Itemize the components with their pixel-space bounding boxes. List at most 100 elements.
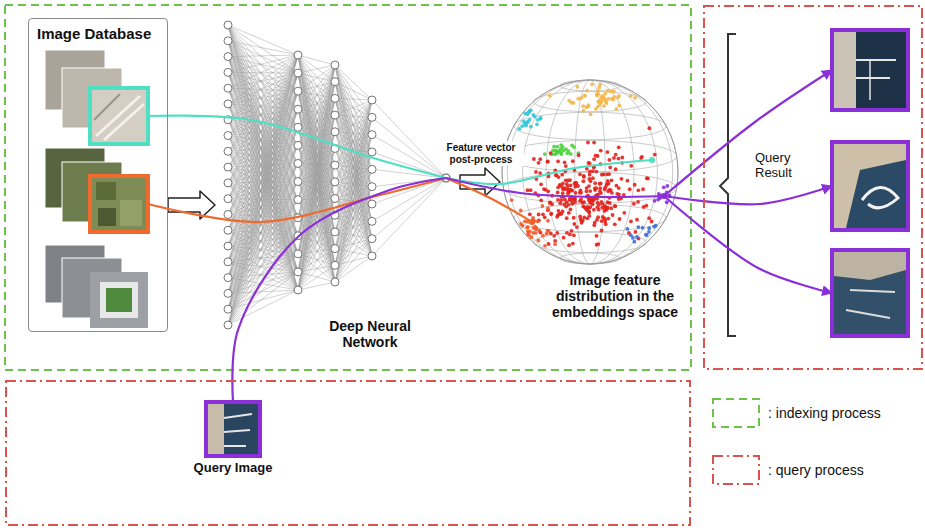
feature-point <box>587 211 591 215</box>
network-link <box>228 127 298 230</box>
feature-point <box>579 219 583 223</box>
feature-point <box>648 126 652 130</box>
feature-point <box>539 199 543 203</box>
feature-point <box>606 89 610 93</box>
feature-point <box>600 219 604 223</box>
graphic-rect <box>208 404 224 454</box>
feature-point <box>553 239 557 243</box>
edge-label: Feature vector post-process <box>438 141 524 166</box>
network-link <box>228 145 298 325</box>
feature-point <box>563 161 567 165</box>
feature-point <box>613 204 617 208</box>
graphic-rect <box>100 282 138 318</box>
sphere-outline <box>502 80 678 264</box>
feature-point <box>565 182 569 186</box>
feature-point <box>626 179 630 183</box>
feature-point <box>585 89 589 93</box>
legend-label: : indexing process <box>768 405 881 421</box>
feature-point <box>579 191 583 195</box>
feature-point <box>527 111 531 115</box>
neuron <box>368 217 376 225</box>
feature-point <box>590 199 594 203</box>
neuron <box>224 289 232 297</box>
graphic-line <box>856 59 896 61</box>
feature-point <box>540 204 544 208</box>
graphic-rect <box>96 182 116 200</box>
feature-point <box>614 167 618 171</box>
neuron <box>224 37 232 45</box>
graphic-path <box>834 252 906 280</box>
feature-point <box>599 149 603 153</box>
neuron <box>294 51 302 59</box>
feature-point <box>631 236 635 240</box>
embedding-space: Image feature distribution in the embedd… <box>500 62 687 324</box>
region-outline <box>5 380 691 526</box>
feature-point <box>594 170 598 174</box>
neuron <box>224 274 232 282</box>
network-link <box>298 65 335 290</box>
feature-point <box>538 157 542 161</box>
feature-point <box>575 85 579 89</box>
feature-point <box>636 188 640 192</box>
feature-point <box>629 164 633 168</box>
feature-point <box>613 204 617 208</box>
network-link <box>228 73 298 309</box>
feature-point <box>592 223 596 227</box>
network-link <box>335 152 372 282</box>
neuron <box>331 111 339 119</box>
feature-point <box>570 101 574 105</box>
graphic-line <box>96 96 140 136</box>
neuron <box>368 252 376 260</box>
feature-point <box>595 234 599 238</box>
neuron <box>294 286 302 294</box>
feature-point <box>629 219 633 223</box>
feature-point <box>510 198 514 202</box>
feature-point <box>610 97 614 101</box>
feature-point <box>635 235 639 239</box>
feature-point <box>629 94 633 98</box>
neuron <box>331 178 339 186</box>
feature-point <box>546 219 550 223</box>
network-link <box>228 41 298 290</box>
neuron <box>224 226 232 234</box>
feature-point <box>581 104 585 108</box>
graphic-path <box>834 144 906 228</box>
feature-point <box>560 173 564 177</box>
network-link <box>298 182 335 290</box>
network-link <box>372 135 446 178</box>
feature-point <box>582 179 586 183</box>
neuron <box>331 128 339 136</box>
feature-point <box>595 218 599 222</box>
result-image <box>832 30 908 110</box>
feature-point <box>529 188 533 192</box>
feature-point <box>537 161 541 165</box>
neuron <box>294 268 302 276</box>
network-link <box>298 249 335 290</box>
legend-sample <box>712 455 760 485</box>
feature-point <box>602 173 606 177</box>
feature-point <box>573 181 577 185</box>
network-link <box>335 169 372 282</box>
feature-point <box>539 116 543 120</box>
feature-point <box>535 219 539 223</box>
feature-point <box>641 226 645 230</box>
neuron <box>368 165 376 173</box>
feature-point <box>528 118 532 122</box>
network-link <box>335 187 372 282</box>
neuron <box>331 278 339 286</box>
flow-line <box>664 186 832 204</box>
network-link <box>298 232 335 290</box>
network-link <box>228 55 298 293</box>
network-link <box>228 163 298 325</box>
network-link <box>298 82 335 290</box>
feature-point <box>594 107 598 111</box>
feature-point <box>576 97 580 101</box>
node-label: Query Image <box>183 461 283 476</box>
feature-point <box>620 156 624 160</box>
feature-point <box>583 94 587 98</box>
neuron <box>368 96 376 104</box>
feature-point <box>633 183 637 187</box>
neuron <box>294 250 302 258</box>
feature-point <box>573 182 577 186</box>
graphic-line <box>224 430 250 432</box>
